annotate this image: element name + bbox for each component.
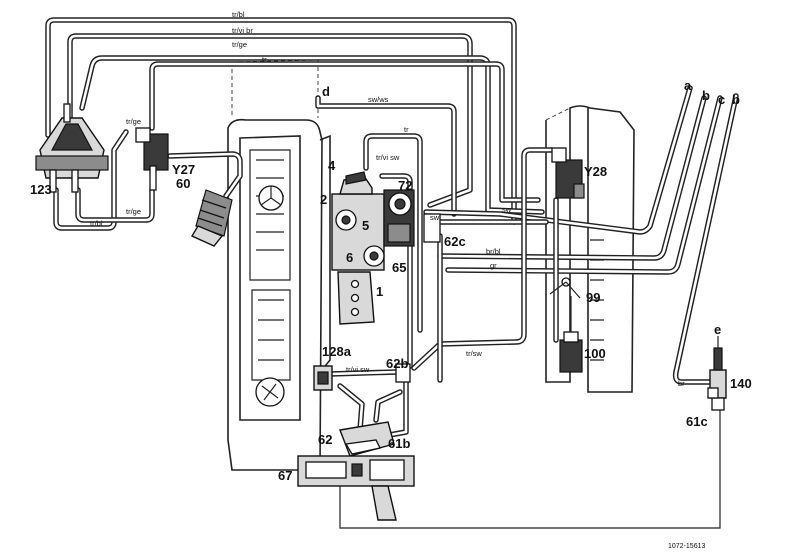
label-1: 1 <box>376 284 383 299</box>
component-67 <box>297 455 415 521</box>
label-67: 67 <box>278 468 292 483</box>
label-b-second: b <box>732 92 740 107</box>
label-6: 6 <box>346 250 353 265</box>
return-line <box>339 408 721 529</box>
hose-label-trvisw-upper: tr/vi sw <box>376 153 400 162</box>
component-99 <box>549 277 581 299</box>
hose-label-top4: tr <box>262 55 267 64</box>
hose-label-brbl: br/bl <box>486 247 501 256</box>
label-61b: 61b <box>388 436 410 451</box>
hose-label-gr: gr <box>490 261 497 270</box>
junction-61c <box>707 387 719 399</box>
label-100: 100 <box>584 346 606 361</box>
label-140: 140 <box>730 376 752 391</box>
hose-label-trge-left: tr/ge <box>126 207 141 216</box>
label-62b: 62b <box>386 356 408 371</box>
hose-label-tr-mid: tr <box>404 125 409 134</box>
hose-label-trvisw-lower: tr/vi sw <box>346 365 370 374</box>
component-72 <box>383 189 415 247</box>
label-d: d <box>322 84 330 99</box>
figure-reference: 1072-15613 <box>668 543 705 550</box>
hose-label-sw2: sw <box>502 205 512 214</box>
component-128a <box>313 365 333 391</box>
hose-label-top3: tr/ge <box>232 40 247 49</box>
component-2 <box>331 171 385 271</box>
label-62c: 62c <box>444 234 466 249</box>
component-y28 <box>551 147 585 199</box>
component-140 <box>709 336 727 411</box>
hose-label-top1: tr/bl <box>232 10 245 19</box>
label-123: 123 <box>30 182 52 197</box>
label-65: 65 <box>392 260 406 275</box>
hose-label-sw1: sw <box>430 213 440 222</box>
component-62-manifold <box>339 421 395 457</box>
junction-62c <box>423 213 441 243</box>
label-61c: 61c <box>686 414 708 429</box>
component-60 <box>190 189 233 247</box>
vacuum-hoses <box>45 17 739 439</box>
label-62: 62 <box>318 432 332 447</box>
label-4: 4 <box>328 158 336 173</box>
component-123 <box>35 103 109 193</box>
label-128a: 128a <box>322 344 352 359</box>
component-100 <box>559 296 583 373</box>
hose-label-trbl-left: tr/bl <box>90 219 103 228</box>
hose-label-trsw: tr/sw <box>466 349 482 358</box>
hose-color-labels: tr/bl tr/vi br tr/ge tr sw/ws tr tr/vi s… <box>90 10 685 388</box>
label-a: a <box>684 78 692 93</box>
hose-label-swws: sw/ws <box>368 95 389 104</box>
hose-label-trge-y27: tr/ge <box>126 117 141 126</box>
hose-label-top2: tr/vi br <box>232 26 253 35</box>
component-1 <box>337 271 375 325</box>
label-e: e <box>714 322 721 337</box>
label-99: 99 <box>586 290 600 305</box>
part-labels: 123 Y27 60 4 2 5 6 1 72 65 62c Y28 99 10… <box>30 78 752 483</box>
label-y28: Y28 <box>584 164 607 179</box>
engine-outline <box>227 59 635 471</box>
hose-label-br: br <box>678 379 685 388</box>
label-c: c <box>718 92 725 107</box>
label-72: 72 <box>398 178 412 193</box>
label-b-first: b <box>702 88 710 103</box>
label-y27: Y27 <box>172 162 195 177</box>
component-y27 <box>135 127 169 191</box>
label-2: 2 <box>320 192 327 207</box>
label-5: 5 <box>362 218 369 233</box>
label-60: 60 <box>176 176 190 191</box>
junction-62b <box>395 363 411 383</box>
